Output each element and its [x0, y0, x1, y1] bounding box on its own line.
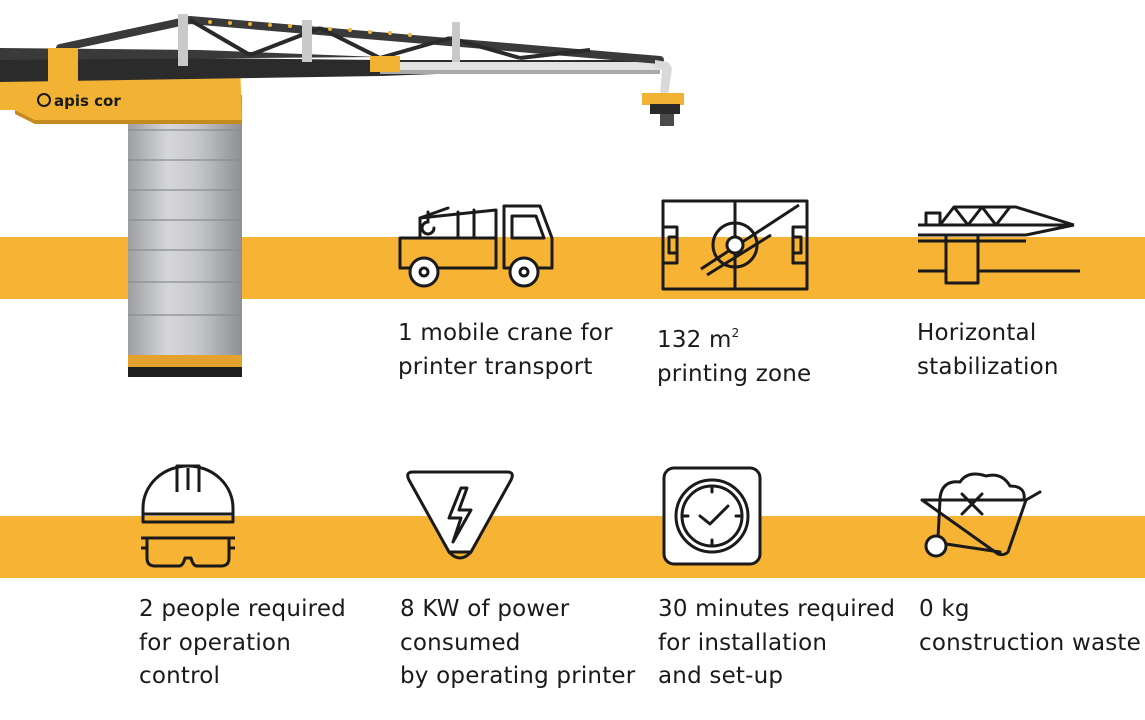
feature-line: 2 people required [139, 596, 346, 622]
feature-line: by operating printer [400, 663, 636, 689]
feature-line: 132 m2 [657, 317, 811, 358]
feature-line: for installation [658, 629, 828, 656]
feature-installation-time: 30 minutes required for installation and… [658, 593, 895, 694]
feature-horizontal-stabilization: Horizontal stabilization [917, 317, 1059, 384]
area-unit-superscript: 2 [731, 326, 740, 340]
clock-icon [662, 466, 762, 566]
feature-line: Horizontal [917, 320, 1037, 346]
feature-line: consumed [400, 629, 521, 656]
feature-printing-zone: 132 m2 printing zone [657, 317, 811, 391]
power-lightning-icon [403, 470, 517, 562]
horizontal-stabilization-icon [916, 205, 1080, 285]
feature-line: printer transport [398, 353, 593, 380]
printer-illustration: apis cor [0, 0, 700, 385]
feature-line: 1 mobile crane for [398, 320, 613, 346]
hard-hat-goggles-icon [139, 462, 237, 572]
printing-zone-icon [661, 199, 809, 291]
yellow-band-bottom [0, 516, 1145, 578]
feature-line: printing zone [657, 360, 812, 387]
feature-people-required: 2 people required for operation control [139, 593, 346, 694]
feature-line: 8 KW of power [400, 596, 570, 622]
feature-line: 0 kg [919, 596, 970, 622]
area-value: 132 m [657, 327, 732, 353]
feature-line: for operation [139, 629, 291, 656]
feature-line: 30 minutes required [658, 596, 896, 622]
logo-text: apis cor [54, 92, 121, 110]
wheelbarrow-icon [920, 470, 1046, 562]
feature-power-consumed: 8 KW of power consumed by operating prin… [400, 593, 635, 694]
feature-line: and set-up [658, 663, 784, 689]
feature-mobile-crane: 1 mobile crane for printer transport [398, 317, 613, 384]
mobile-crane-truck-icon [398, 198, 558, 290]
feature-construction-waste: 0 kg construction waste [919, 593, 1141, 660]
apis-cor-logo: apis cor [37, 92, 121, 110]
feature-line: stabilization [917, 353, 1059, 380]
feature-line: control [139, 663, 221, 689]
feature-line: construction waste [919, 629, 1141, 656]
